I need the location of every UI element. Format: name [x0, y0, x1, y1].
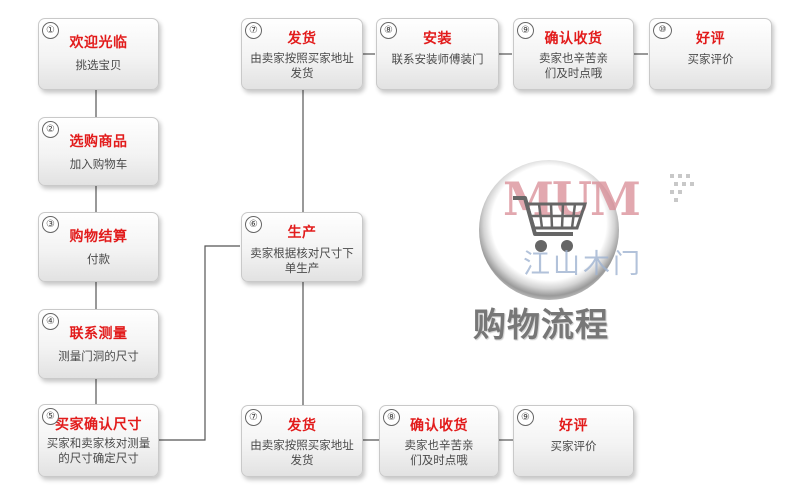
step-number: ③ [42, 216, 59, 233]
step-desc: 加入购物车 [69, 157, 128, 171]
step-title: 发货 [287, 418, 317, 434]
step-number: ⑥ [245, 216, 262, 233]
step-produce: ⑥ 生产 卖家根据核对尺寸下单生产 [241, 212, 363, 282]
step-confirm-size: ⑤ 买家确认尺寸 买家和卖家核对测量的尺寸确定尺寸 [38, 404, 159, 477]
step-number: ⑩ [653, 22, 672, 39]
step-number: ⑤ [42, 408, 59, 425]
step-desc: 由卖家按照买家地址发货 [250, 438, 354, 467]
step-review-top: ⑩ 好评 买家评价 [649, 18, 772, 90]
shopping-process-logo: MUM 江山木门 购物流程 [473, 150, 713, 380]
step-install: ⑧ 安装 联系安装师傅装门 [376, 18, 499, 90]
decorative-dots-icon [670, 174, 694, 202]
shopping-cart-icon [513, 196, 588, 252]
step-title: 安装 [423, 31, 452, 47]
step-checkout: ③ 购物结算 付款 [38, 212, 159, 282]
brand-chinese-name: 江山木门 [523, 249, 643, 280]
step-title: 联系测量 [69, 326, 128, 342]
step-number: ⑨ [517, 22, 534, 39]
step-desc: 卖家也辛苦亲们及时点哦 [404, 438, 474, 467]
step-title: 欢迎光临 [69, 35, 128, 51]
logo-ring [479, 160, 619, 300]
step-desc: 付款 [87, 252, 110, 266]
step-measure: ④ 联系测量 测量门洞的尺寸 [38, 309, 159, 379]
step-title: 选购商品 [69, 134, 128, 150]
step-ship-top: ⑦ 发货 由卖家按照买家地址发货 [241, 18, 363, 90]
step-review-bottom: ⑨ 好评 买家评价 [513, 405, 634, 477]
step-title: 买家确认尺寸 [55, 417, 142, 433]
step-desc: 卖家根据核对尺寸下单生产 [250, 246, 354, 275]
step-number: ⑧ [380, 22, 397, 39]
step-desc: 由卖家按照买家地址发货 [250, 51, 354, 80]
step-title: 确认收货 [410, 418, 468, 434]
step-desc: 买家评价 [550, 439, 597, 453]
step-title: 购物结算 [69, 229, 128, 245]
step-confirm-receipt-bottom: ⑧ 确认收货 卖家也辛苦亲们及时点哦 [379, 405, 499, 477]
connector-5-6 [158, 245, 240, 441]
step-title: 确认收货 [544, 31, 603, 47]
step-number: ① [42, 22, 59, 39]
step-select-goods: ② 选购商品 加入购物车 [38, 117, 159, 186]
step-number: ② [42, 121, 59, 138]
step-desc: 测量门洞的尺寸 [58, 349, 139, 363]
step-number: ④ [42, 313, 59, 330]
step-welcome: ① 欢迎光临 挑选宝贝 [38, 18, 159, 90]
step-desc: 联系安装师傅装门 [391, 52, 484, 66]
step-title: 生产 [287, 225, 317, 241]
step-desc: 卖家也辛苦亲们及时点哦 [539, 51, 608, 80]
step-confirm-receipt-top: ⑨ 确认收货 卖家也辛苦亲们及时点哦 [513, 18, 634, 90]
step-title: 好评 [559, 418, 588, 434]
step-number: ⑧ [383, 409, 400, 426]
step-title: 发货 [287, 31, 317, 47]
step-ship-bottom: ⑦ 发货 由卖家按照买家地址发货 [241, 405, 363, 477]
step-number: ⑨ [517, 409, 534, 426]
step-desc: 买家和卖家核对测量的尺寸确定尺寸 [46, 436, 151, 465]
step-title: 好评 [696, 31, 725, 47]
logo-title: 购物流程 [473, 305, 609, 344]
step-number: ⑦ [245, 22, 262, 39]
step-desc: 买家评价 [687, 52, 734, 66]
step-number: ⑦ [245, 409, 262, 426]
step-desc: 挑选宝贝 [75, 58, 122, 72]
